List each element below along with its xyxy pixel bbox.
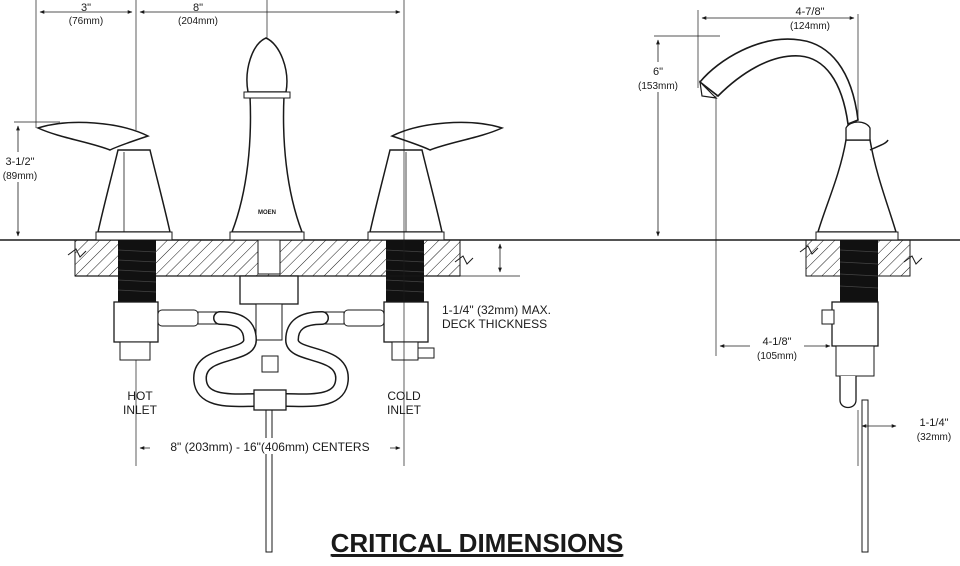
side-lift-rod [861, 399, 869, 553]
spout-shank [257, 239, 281, 275]
handle-height-inch: 3-1/2" [6, 156, 35, 168]
side-view: 4-7/8" (124mm) 6" (153mm) 4-1/8" (105mm)… [636, 6, 951, 553]
side-break-right [903, 255, 923, 265]
spout-height-mm: (153mm) [638, 81, 678, 92]
front-view: MOEN [0, 0, 960, 553]
handle-offset-mm: (76mm) [69, 16, 103, 27]
spout-handle-inch: 8" [193, 2, 203, 14]
centers-dimension: 8" (203mm) - 16"(406mm) CENTERS [170, 440, 369, 454]
brand-text: MOEN [258, 210, 276, 216]
hot-inlet-line1: HOT [127, 389, 153, 403]
supply-reach-mm: (105mm) [757, 351, 797, 362]
side-spout-body [816, 139, 898, 233]
shank-offset-inch: 1-1/4" [920, 417, 949, 429]
lift-rod [265, 399, 273, 553]
cold-valve-body [383, 301, 429, 343]
cold-inlet-line2: INLET [387, 403, 422, 417]
hot-valve-body [113, 301, 159, 343]
gooseneck-spout [698, 38, 859, 126]
cold-handle [367, 121, 505, 241]
spout-height-inch: 6" [653, 66, 663, 78]
hot-inlet-line2: INLET [123, 403, 158, 417]
center-spout: MOEN [229, 37, 305, 241]
spout-reach-inch: 4-7/8" [796, 6, 825, 18]
handle-offset-inch: 3" [81, 2, 91, 14]
handle-height-mm: (89mm) [3, 171, 37, 182]
side-shank [840, 240, 878, 302]
diagram-title: CRITICAL DIMENSIONS [331, 528, 624, 558]
supply-reach-inch: 4-1/8" [763, 336, 792, 348]
break-mark-left [67, 248, 87, 258]
shank-threads [117, 249, 425, 293]
tee-connector [253, 389, 287, 411]
spout-reach-mm: (124mm) [790, 21, 830, 32]
break-mark-right [454, 255, 474, 265]
cold-inlet-line1: COLD [387, 389, 421, 403]
deck-thickness-line1: 1-1/4" (32mm) MAX. [442, 303, 551, 317]
spout-handle-mm: (204mm) [178, 16, 218, 27]
hot-handle [35, 121, 173, 241]
deck-thickness-line2: DECK THICKNESS [442, 317, 547, 331]
shank-offset-mm: (32mm) [917, 432, 951, 443]
spout-mount-nut [239, 275, 299, 305]
side-break-left [799, 245, 819, 255]
